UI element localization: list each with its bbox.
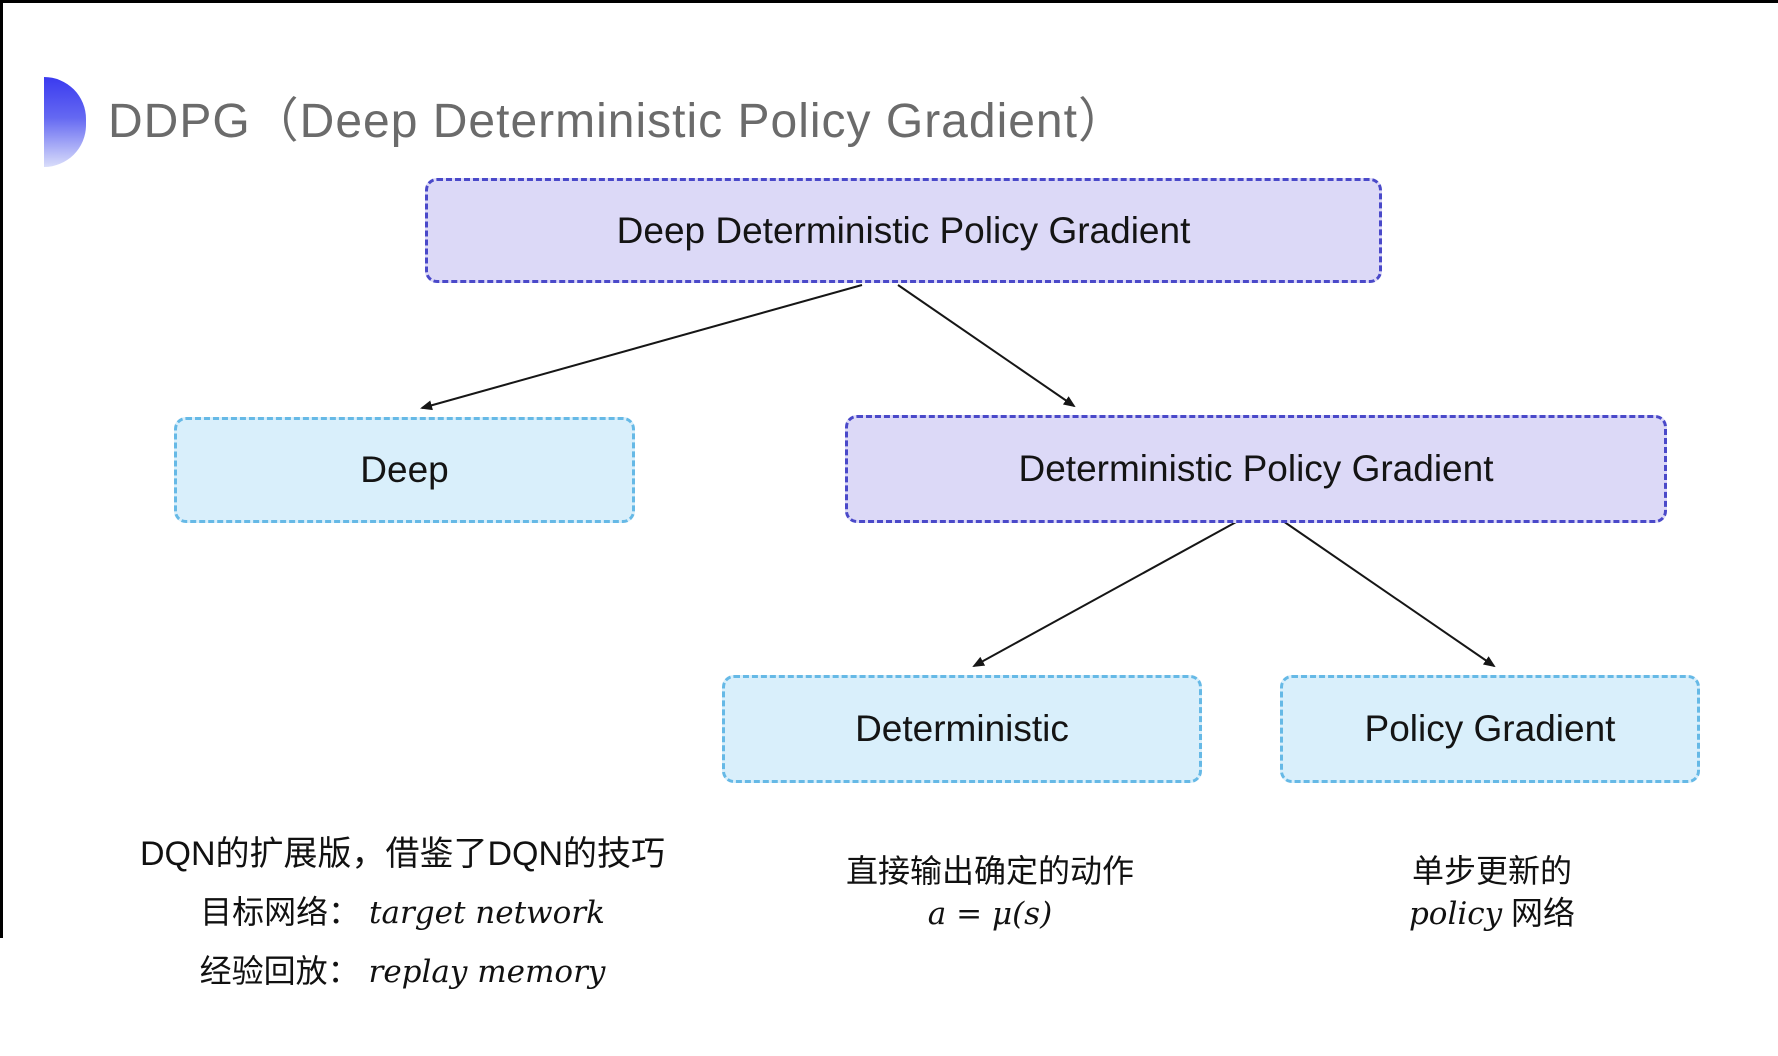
annotation-policy-gradient: 单步更新的 policy 网络	[1312, 850, 1672, 935]
bullet-icon	[44, 77, 86, 167]
annotation-text: DQN的扩展版，借鉴了DQN的技巧	[139, 835, 666, 873]
annotation-text: 网络	[1511, 895, 1576, 931]
frame-top-edge	[0, 0, 1778, 3]
annotation-text: 目标网络：	[200, 894, 361, 930]
page-title: DDPG（Deep Deterministic Policy Gradient）	[108, 94, 1127, 148]
title-row: DDPG（Deep Deterministic Policy Gradient）	[44, 76, 1127, 168]
arrow-root-to-dpg	[897, 284, 1076, 408]
annotation-line: policy 网络	[1312, 892, 1672, 935]
annotation-text: 直接输出确定的动作	[845, 853, 1134, 889]
annotation-line: 经验回放： replay memory	[125, 942, 680, 1001]
annotation-deep: DQN的扩展版，借鉴了DQN的技巧 目标网络： target network 经…	[125, 825, 680, 1001]
node-label: Deep	[360, 449, 449, 490]
annotation-text-italic: target network	[369, 895, 605, 931]
annotation-text-italic: policy	[1408, 896, 1503, 932]
annotation-text: 单步更新的	[1411, 853, 1572, 889]
node-deep: Deep	[174, 417, 635, 523]
annotation-text-italic: replay memory	[368, 954, 606, 990]
annotation-deterministic: 直接输出确定的动作 a = μ(s)	[780, 850, 1200, 935]
node-deep-deterministic-policy-gradient: Deep Deterministic Policy Gradient	[425, 178, 1382, 283]
annotation-line: 单步更新的	[1312, 850, 1672, 892]
arrow-dpg-to-policy-gradient	[1282, 520, 1496, 668]
arrow-root-to-deep	[420, 284, 863, 411]
annotation-text: 经验回放：	[199, 953, 360, 989]
annotation-line: 直接输出确定的动作	[780, 850, 1200, 892]
node-deterministic: Deterministic	[722, 675, 1202, 783]
node-label: Deterministic	[855, 708, 1069, 749]
node-label: Deep Deterministic Policy Gradient	[616, 209, 1191, 251]
frame-left-edge	[0, 0, 3, 938]
annotation-line: 目标网络： target network	[125, 883, 680, 942]
annotation-formula: a = μ(s)	[780, 892, 1200, 935]
node-policy-gradient: Policy Gradient	[1280, 675, 1700, 783]
node-label: Deterministic Policy Gradient	[1018, 448, 1494, 489]
node-label: Policy Gradient	[1364, 708, 1616, 749]
node-deterministic-policy-gradient: Deterministic Policy Gradient	[845, 415, 1667, 523]
arrow-dpg-to-deterministic	[972, 520, 1239, 667]
formula-text: a = μ(s)	[927, 896, 1053, 932]
annotation-line: DQN的扩展版，借鉴了DQN的技巧	[125, 825, 680, 883]
